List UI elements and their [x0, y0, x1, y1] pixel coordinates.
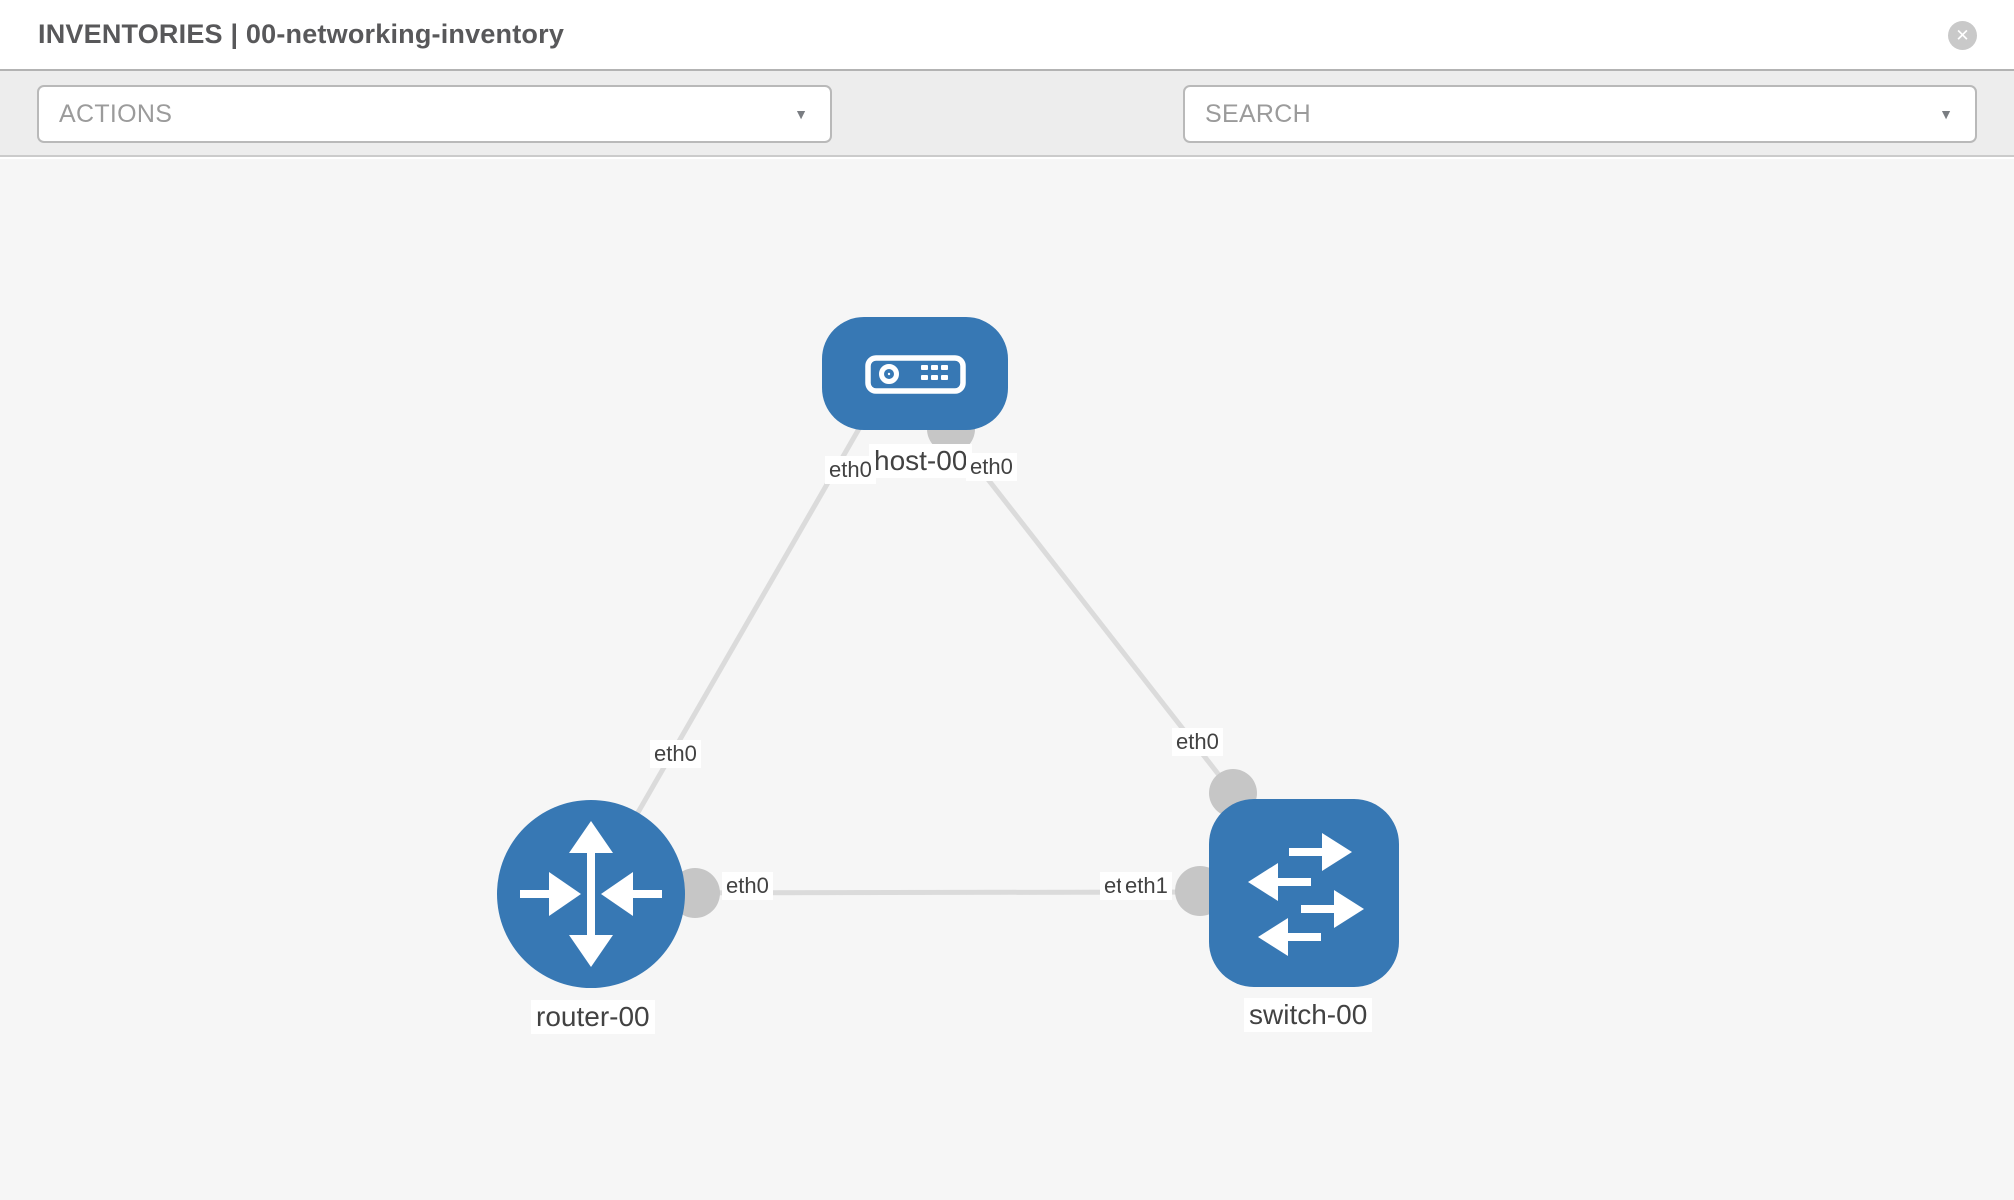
switch-icon	[1248, 833, 1364, 956]
node-switch-00[interactable]	[1209, 799, 1399, 987]
node-host-00[interactable]	[822, 317, 1008, 430]
node-label-host: host-00	[869, 444, 973, 478]
close-button[interactable]: ✕	[1948, 21, 1977, 50]
close-icon: ✕	[1955, 26, 1970, 45]
node-label-switch: switch-00	[1244, 998, 1373, 1032]
search-dropdown-label: SEARCH	[1205, 100, 1311, 128]
iface-label-switch-eth0-link: eth0	[1172, 728, 1223, 756]
host-icon	[865, 355, 966, 394]
chevron-down-icon: ▼	[1939, 106, 1953, 122]
node-router-00[interactable]	[497, 800, 685, 988]
interface-dots	[670, 405, 1257, 918]
chevron-down-icon: ▼	[794, 106, 808, 122]
topology-graph	[497, 317, 1399, 988]
topology-links	[588, 425, 1235, 896]
page-title: INVENTORIES | 00-networking-inventory	[38, 19, 565, 49]
header: INVENTORIES | 00-networking-inventory ✕	[0, 0, 2014, 71]
iface-label-router-eth0-link: eth0	[650, 740, 701, 768]
iface-label-switch-eth0-hidden: eth0	[1100, 872, 1124, 900]
iface-label-switch-eth1: eth1	[1121, 872, 1172, 900]
iface-label-host-eth0-right: eth0	[966, 453, 1017, 481]
node-label-router: router-00	[531, 1000, 655, 1034]
router-icon	[520, 821, 662, 967]
iface-label-router-eth0-right: eth0	[722, 872, 773, 900]
actions-dropdown-label: ACTIONS	[59, 100, 173, 128]
search-dropdown[interactable]: SEARCH ▼	[1183, 85, 1977, 143]
topology-canvas[interactable]: host-00 router-00 switch-00 eth0 eth0 et…	[0, 159, 2014, 1200]
actions-dropdown[interactable]: ACTIONS ▼	[37, 85, 832, 143]
toolbar: ACTIONS ▼ SEARCH ▼	[0, 71, 2014, 204]
iface-label-host-eth0-left: eth0	[825, 456, 876, 484]
